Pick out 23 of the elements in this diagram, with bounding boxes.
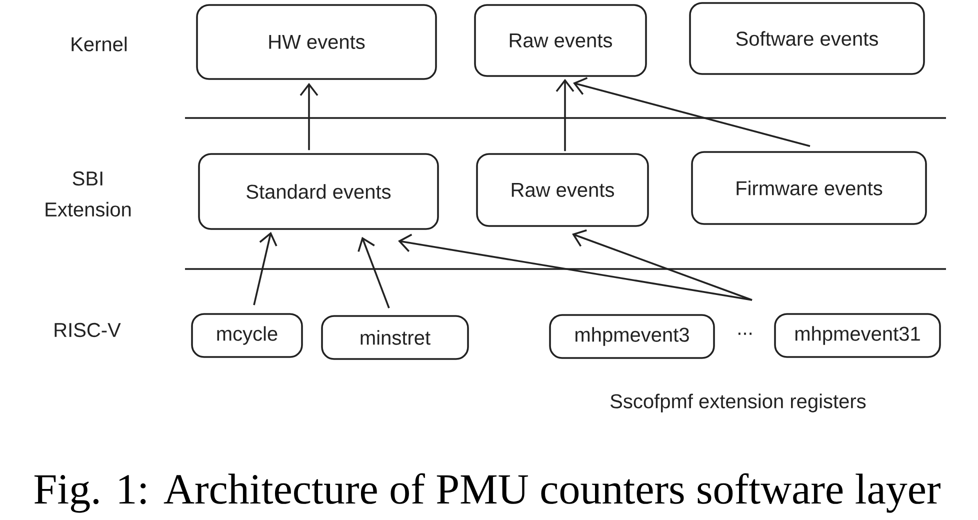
arrow bbox=[253, 232, 278, 306]
register-box: mcycle bbox=[191, 313, 303, 358]
layer-label: Kernel bbox=[72, 36, 127, 52]
arrow bbox=[398, 234, 752, 301]
arrow bbox=[358, 236, 390, 308]
register-box: mhpmevent3 bbox=[549, 314, 715, 359]
event-box: Raw events bbox=[474, 4, 647, 77]
figure-caption: Fig. 1: Architecture of PMU counters software layer bbox=[34, 473, 940, 513]
arrow bbox=[572, 229, 752, 301]
arrow bbox=[573, 77, 810, 147]
register-group-label: Sscofpmf extension registers bbox=[610, 394, 866, 412]
event-box: Software events bbox=[689, 2, 925, 75]
register-box: mhpmevent31 bbox=[774, 313, 941, 358]
event-box: Raw events bbox=[476, 153, 649, 227]
event-box: Firmware events bbox=[691, 151, 927, 225]
arrow bbox=[300, 82, 318, 150]
event-box: Standard events bbox=[198, 153, 439, 230]
event-box: HW events bbox=[196, 4, 437, 80]
register-box: minstret bbox=[321, 315, 469, 360]
arrow bbox=[556, 78, 574, 152]
layer-label: RISC-V bbox=[54, 322, 121, 338]
ellipsis: ... bbox=[738, 332, 752, 335]
layer-label: SBI Extension bbox=[46, 171, 131, 217]
